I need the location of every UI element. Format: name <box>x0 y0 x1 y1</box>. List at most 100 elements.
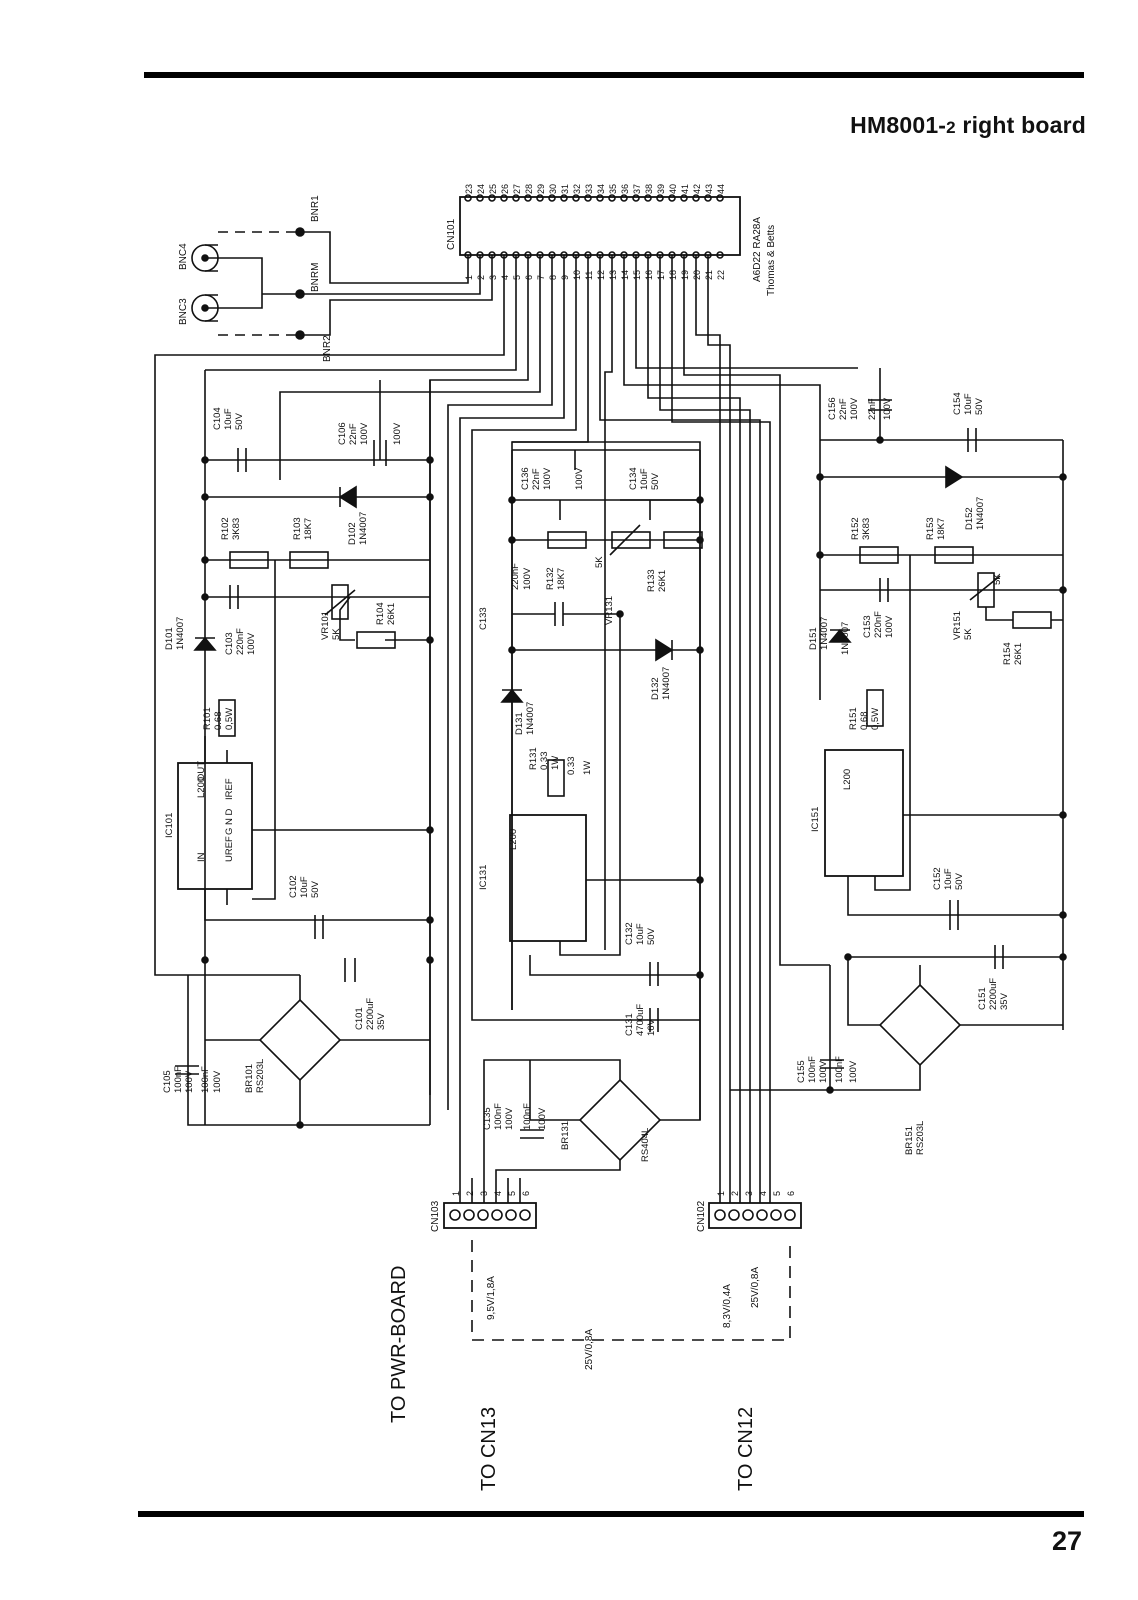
regulator-1 <box>175 370 434 1129</box>
br101-label: BR101 <box>244 1064 255 1093</box>
cn101-pin-label: 32 <box>572 184 582 194</box>
page-title: HM8001-2 right board <box>850 112 1086 138</box>
c135-label: 100V <box>504 1107 515 1130</box>
d151-part: 1N4007 <box>840 622 851 655</box>
c136-label: 100V <box>542 467 553 490</box>
cn102-pin-label: 4 <box>758 1191 768 1196</box>
c155-label: C155 <box>796 1060 807 1083</box>
ic101-pin-in: IN <box>196 852 207 862</box>
c153-label: C153 <box>862 615 873 638</box>
d101-label: D101 <box>164 627 175 650</box>
bnc3-label: BNC3 <box>178 298 189 325</box>
cn101-pin-label: 9 <box>560 275 570 280</box>
cn101-pin-top <box>644 194 652 202</box>
c131-label: C131 <box>624 1013 635 1036</box>
c155-voltage: 100V <box>848 1060 859 1083</box>
ic101-type: L200 <box>196 777 207 798</box>
cn101-pin-label: 15 <box>632 270 642 280</box>
dest-cn12: TO CN12 <box>735 1407 757 1491</box>
r104-label: R104 <box>375 602 386 625</box>
c156-label: 22nF <box>838 398 849 420</box>
bottom-rule <box>138 1511 1084 1517</box>
cn101-pin-label: 39 <box>656 184 666 194</box>
c156-label: 100V <box>849 397 860 420</box>
c156-value: 22nF <box>867 398 878 420</box>
cn101-pin-bottom <box>716 251 724 259</box>
cn101-pin-label: 40 <box>668 184 678 194</box>
c135-voltage: 100V <box>537 1107 548 1130</box>
c154-label: 10uF <box>963 393 974 415</box>
cn101-pin-top <box>680 194 688 202</box>
c103-label: 220nF <box>235 628 246 655</box>
cn101-pin-top <box>512 194 520 202</box>
c105-voltage: 100V <box>212 1070 223 1093</box>
cn101-pin-label: 38 <box>644 184 654 194</box>
c136-voltage: 100V <box>574 467 585 490</box>
d151-label: 1N4007 <box>819 617 830 650</box>
cn101-pin-label: 3 <box>488 275 498 280</box>
bnr1-label: BNR1 <box>310 195 321 222</box>
cn101-maker: Thomas & Betts <box>766 225 777 296</box>
cn101-pin-label: 30 <box>548 184 558 194</box>
cn101-pin-top <box>572 194 580 202</box>
c105-value: 100nF <box>200 1066 211 1093</box>
c133-value: 220nF <box>510 563 521 590</box>
c133-voltage: 100V <box>522 567 533 590</box>
br131-type: RS404L <box>640 1128 651 1162</box>
br151-label: BR151 <box>904 1126 915 1155</box>
c151-label: 35V <box>999 992 1010 1010</box>
cn101-pin-label: 44 <box>716 184 726 194</box>
cn101-pin-label: 2 <box>476 275 486 280</box>
bnrm-label: BNRM <box>310 263 321 292</box>
dest-cn13: TO CN13 <box>478 1407 500 1491</box>
c105-label: 100V <box>184 1070 195 1093</box>
r152-label: R152 <box>850 517 861 540</box>
c155-label: 100V <box>818 1060 829 1083</box>
r152-label: 3K83 <box>861 518 872 540</box>
ic131-type: L200 <box>508 829 519 850</box>
cn101-pin-label: 12 <box>596 270 606 280</box>
br101-label: RS203L <box>255 1059 266 1093</box>
d102-label: D102 <box>347 522 358 545</box>
cn102-pin-label: 3 <box>744 1191 754 1196</box>
cn101-pin-label: 11 <box>584 271 594 280</box>
vr101-label: 5K <box>331 628 342 640</box>
d152-label: 1N4007 <box>975 497 986 530</box>
r153-label: 18K7 <box>936 518 947 540</box>
r103-label: R103 <box>292 517 303 540</box>
r131-power: 1W <box>582 761 593 775</box>
regulator-3 <box>730 368 1067 1094</box>
d132-label: D132 <box>650 677 661 700</box>
cn101-pin-label: 19 <box>680 270 690 280</box>
vr131-value: 5K <box>594 556 605 568</box>
r151-label: 0,5W <box>870 708 881 730</box>
r101-label: 0,5W <box>224 708 235 730</box>
cn101-part: A6D22 RA28A <box>752 217 763 282</box>
c102-label: 50V <box>310 880 321 898</box>
d131-label: D131 <box>514 712 525 735</box>
cn102-label: CN102 <box>696 1200 707 1232</box>
cn101-pin-label: 17 <box>656 270 666 280</box>
cn103-socket <box>491 1209 503 1221</box>
ic131-label: IC131 <box>478 865 489 890</box>
cn102-socket <box>728 1209 740 1221</box>
d151-label: D151 <box>808 627 819 650</box>
supply-label-2: 25V/0,8A <box>584 1329 595 1370</box>
c154-label: 50V <box>974 397 985 415</box>
cn101-pin-top <box>548 194 556 202</box>
c132-label: C132 <box>624 922 635 945</box>
cn102-socket <box>770 1209 782 1221</box>
r131-label: 1W <box>550 756 561 770</box>
ic151-type: L200 <box>842 769 853 790</box>
c106-label: 22nF <box>348 423 359 445</box>
cn101-pin-top <box>500 194 508 202</box>
c135-label: C135 <box>482 1107 493 1130</box>
br151-label: RS203L <box>915 1121 926 1155</box>
c133-label: C133 <box>478 607 489 630</box>
cn101-pin-top <box>524 194 532 202</box>
ic101-pin-out: OUT <box>196 761 207 781</box>
vr131-label: VR131 <box>604 596 615 625</box>
d101-label: 1N4007 <box>175 617 186 650</box>
supply-labels: 9,5V/1,8A 25V/0,8A 8,3V/0,4A 25V/0,8A <box>486 1267 761 1370</box>
